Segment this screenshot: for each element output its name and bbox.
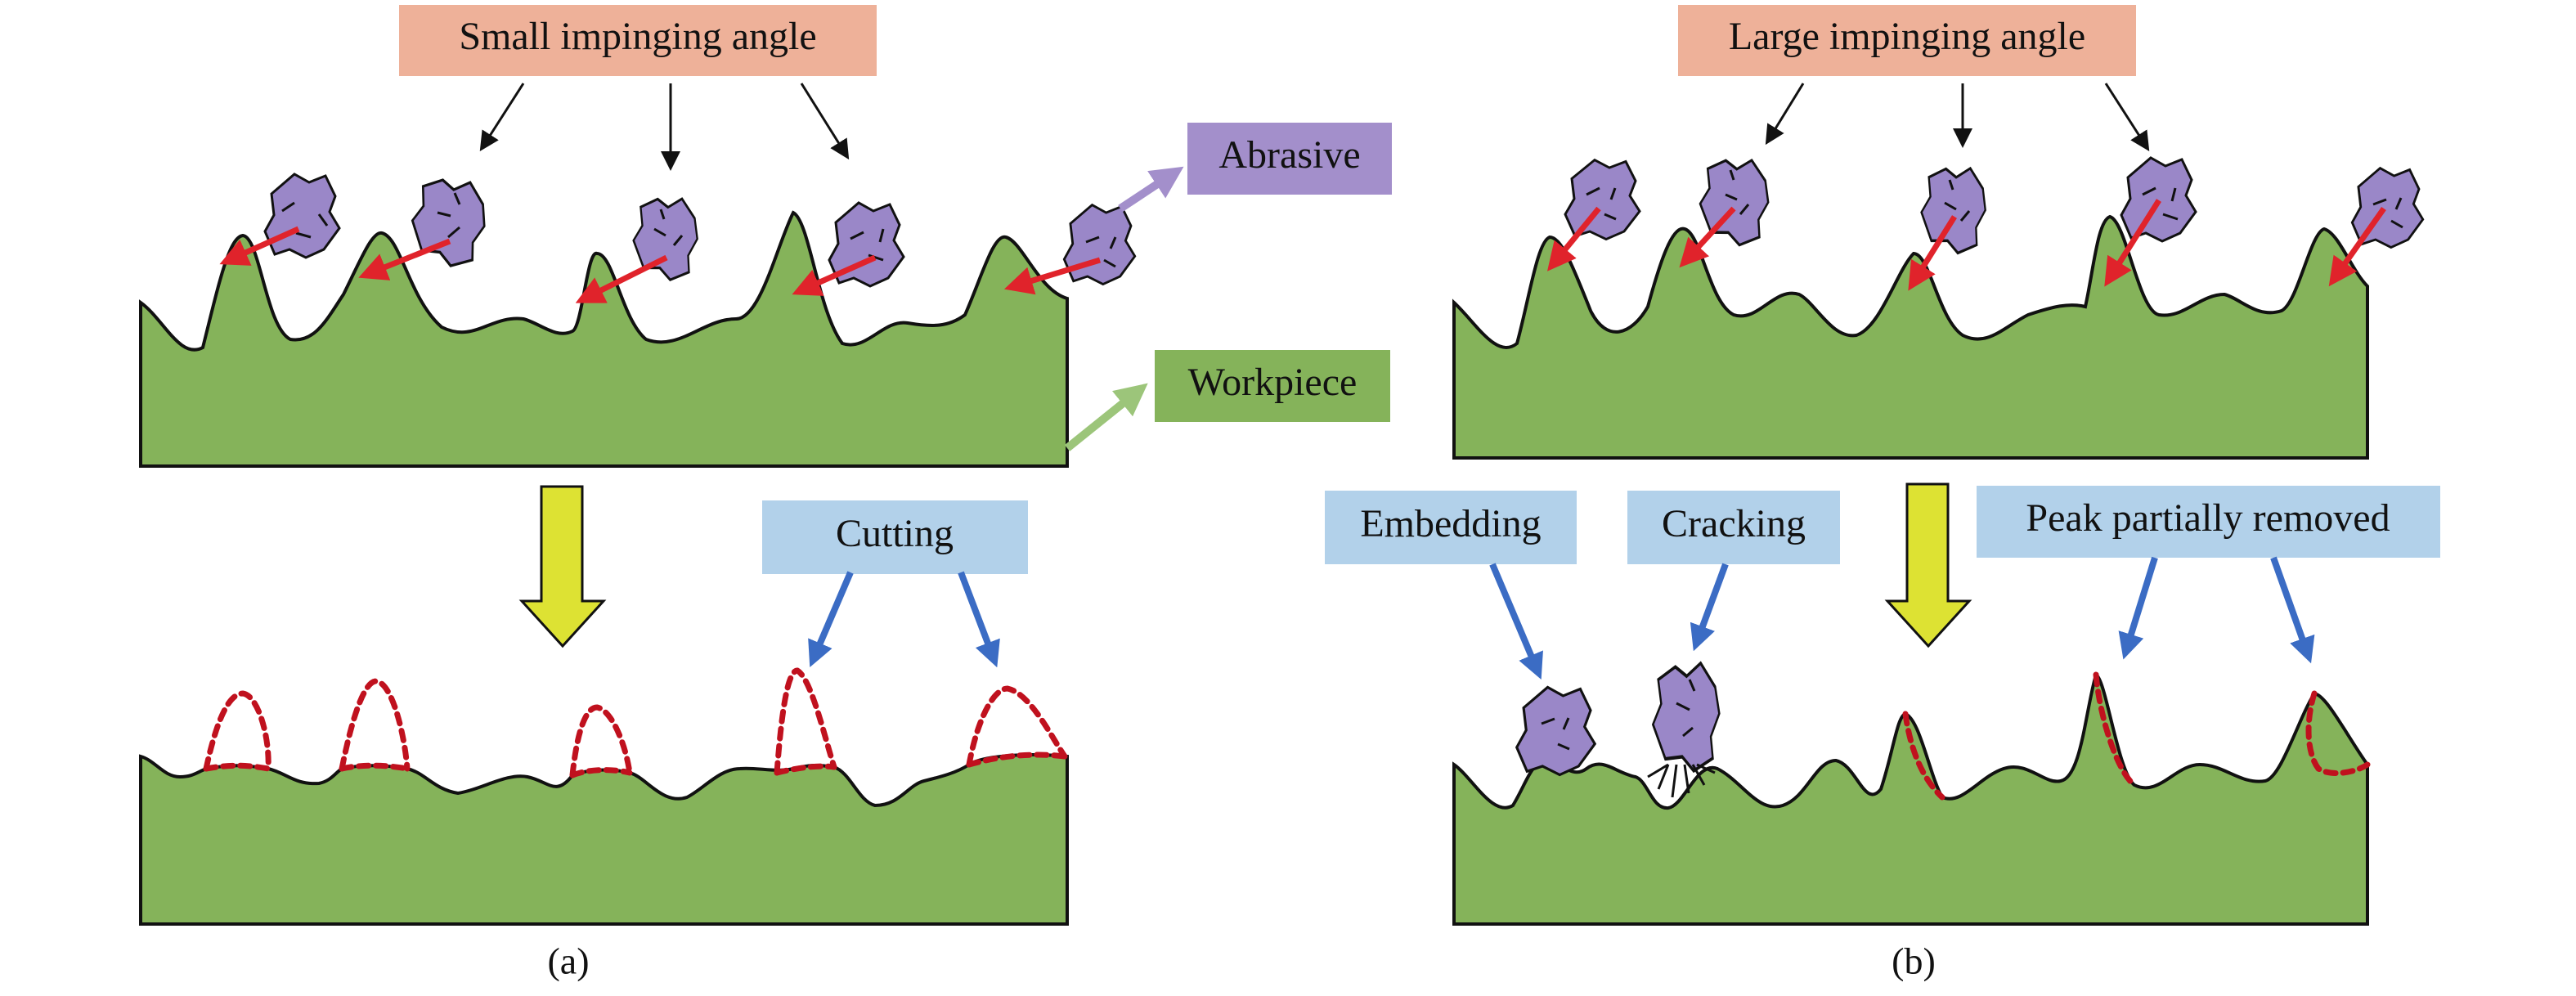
peak-removed-label-box [1977,486,2440,558]
cracking-label-box [1627,491,1840,564]
removed-peaks-b [1902,671,2371,801]
removed-peaks-a [203,667,1068,778]
abrasive-label-box [1187,123,1392,195]
embedding-label-box [1325,491,1577,564]
large-angle-label-box [1678,5,2136,76]
removed-peak-outline [966,685,1068,768]
workpiece-bottom-a [139,753,1069,926]
incoming-direction-arrows-a [479,83,850,171]
removed-peak-outline [569,704,633,778]
removed-peak-outline [1902,711,1945,801]
removed-peak-outline [2093,671,2138,788]
process-arrow-a [518,485,607,648]
cutting-label-box [762,500,1028,574]
removed-peak-outline [203,690,272,772]
panel-b-label: (b) [1892,940,1936,982]
callout-arrows-b [1489,556,2315,680]
embedded-abrasive [1515,685,1596,777]
small-angle-label-box [399,5,877,76]
abrasive-label: Abrasive [1218,133,1360,177]
cracking-abrasive [1647,659,1724,798]
panel-b: Large impinging angle [1325,5,2440,982]
cracking-label: Cracking [1662,502,1806,545]
removed-peak-outline [774,667,837,776]
large-angle-label: Large impinging angle [1729,15,2085,58]
abrasive-cracks-b [1586,169,2403,229]
impact-arrows-b [1547,199,2386,291]
workpiece-label-box [1155,350,1390,422]
abrasive-pointer-arrow [1118,166,1184,213]
removed-peak-base [203,751,1068,778]
removed-peak-outline [339,678,411,772]
crack-lines [1647,763,1716,798]
abrasive-cracks-a [281,192,1117,268]
cutting-label: Cutting [836,512,954,555]
workpiece-pointer-arrow [1064,383,1148,451]
peak-removed-label: Peak partially removed [2026,496,2390,540]
abrasive-particle [2120,156,2197,243]
abrasive-particle [263,173,341,259]
workpiece-label: Workpiece [1188,361,1358,404]
embedding-label: Embedding [1360,502,1541,545]
incoming-direction-arrows-b [1765,83,2150,152]
panel-a: Small impinging angle [139,5,1392,982]
removed-peak-outline [2305,690,2371,776]
abrasive-particle [1564,159,1641,240]
workpiece-top-b [1452,214,2369,460]
cutting-callout-arrows [808,571,1000,668]
abrasive-particle [1062,204,1137,285]
small-angle-label: Small impinging angle [459,15,816,58]
panel-a-label: (a) [547,940,589,982]
impact-arrows-a [219,226,1102,303]
process-arrow-b [1884,482,1972,648]
